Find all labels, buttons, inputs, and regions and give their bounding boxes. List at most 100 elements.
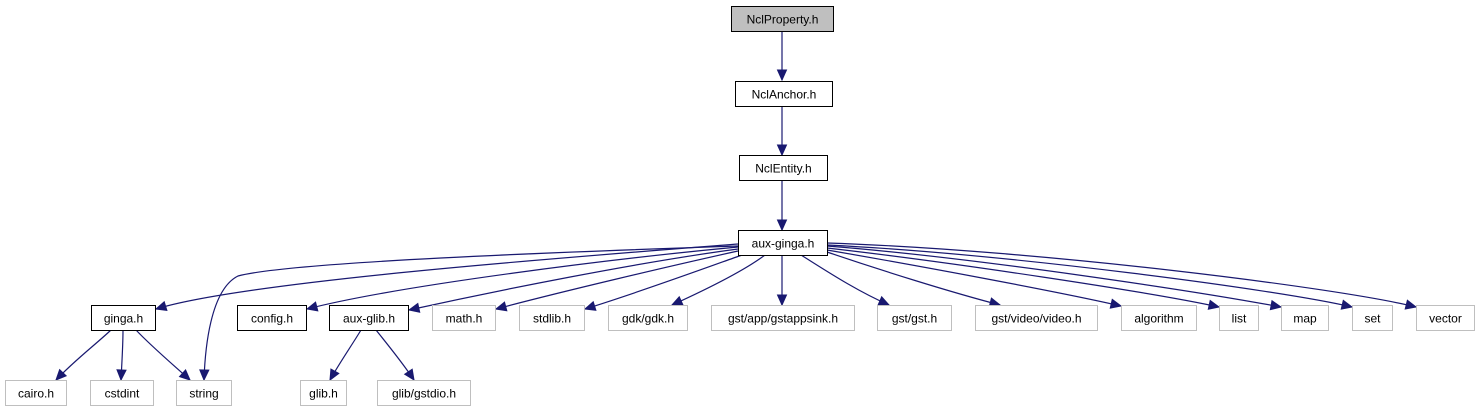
edge-nclentity-to-auxginga [776, 180, 788, 232]
edge-line [55, 329, 112, 381]
edge-auxginga-to-gstappsink [776, 255, 788, 307]
node-glib: glib.h [300, 380, 347, 406]
node-label: cairo.h [18, 387, 54, 401]
node-box[interactable] [739, 155, 828, 181]
node-box [608, 305, 688, 331]
edge-arrowhead-icon [55, 368, 68, 381]
node-box [432, 305, 496, 331]
node-box [877, 305, 952, 331]
node-gstdio: glib/gstdio.h [377, 380, 471, 406]
node-box [1416, 305, 1475, 331]
node-label: cstdint [105, 387, 140, 401]
edge-auxginga-to-set [826, 244, 1354, 310]
edge-line [408, 248, 739, 311]
node-box[interactable] [738, 230, 828, 256]
node-box [1219, 305, 1259, 331]
node-label: vector [1429, 312, 1462, 326]
node-gstappsink: gst/app/gstappsink.h [711, 305, 855, 331]
edge-line [155, 243, 739, 310]
node-vector: vector [1416, 305, 1475, 331]
node-box[interactable] [731, 6, 834, 32]
node-label: NclAnchor.h [752, 88, 817, 102]
edge-arrowhead-icon [776, 294, 788, 307]
edge-line [826, 242, 1417, 308]
edge-line [671, 254, 766, 306]
node-box [711, 305, 855, 331]
node-box[interactable] [237, 305, 307, 331]
edge-line [800, 254, 890, 306]
edge-auxginga-to-list [826, 247, 1221, 310]
edge-auxginga-to-algorithm [826, 249, 1123, 309]
edge-arrowhead-icon [154, 300, 168, 311]
edge-arrowhead-icon [403, 368, 415, 382]
node-list: list [1219, 305, 1259, 331]
edge-arrowhead-icon [1109, 298, 1123, 309]
node-label: glib.h [309, 387, 338, 401]
node-nclentity[interactable]: NclEntity.h [739, 155, 828, 181]
node-config[interactable]: config.h [237, 305, 307, 331]
edge-auxginga-to-ginga [154, 243, 739, 311]
edge-auxginga-to-vector [826, 242, 1418, 310]
node-label: gst/gst.h [892, 312, 937, 326]
edge-nclanchor-to-nclentity [776, 106, 788, 157]
edges-layer [55, 31, 1418, 382]
edge-auxginga-to-math [494, 250, 739, 312]
node-set: set [1352, 305, 1393, 331]
edge-auxginga-to-string [199, 245, 739, 382]
node-box [1352, 305, 1393, 331]
node-label: ginga.h [104, 312, 143, 326]
edge-ginga-to-string [135, 329, 191, 381]
node-label: NclEntity.h [755, 162, 811, 176]
node-label: set [1364, 312, 1381, 326]
edge-arrowhead-icon [583, 300, 597, 311]
node-box [377, 380, 471, 406]
edge-arrowhead-icon [1404, 299, 1418, 310]
edge-arrowhead-icon [776, 144, 788, 157]
edge-auxginga-to-auxglib [407, 248, 739, 313]
node-gstvideo: gst/video/video.h [975, 305, 1098, 331]
node-cstdint: cstdint [90, 380, 154, 406]
edge-arrowhead-icon [776, 69, 788, 82]
node-box[interactable] [329, 305, 409, 331]
node-stdlib: stdlib.h [519, 305, 585, 331]
edge-arrowhead-icon [1340, 299, 1354, 310]
edge-arrowhead-icon [329, 368, 340, 382]
edge-auxginga-to-gstvideo [826, 251, 1002, 308]
edge-arrowhead-icon [305, 301, 319, 312]
node-auxglib[interactable]: aux-glib.h [329, 305, 409, 331]
node-gdk: gdk/gdk.h [608, 305, 688, 331]
edge-arrowhead-icon [178, 369, 191, 381]
edge-auxglib-to-glib [329, 329, 362, 382]
edge-arrowhead-icon [670, 295, 684, 306]
edge-nclproperty-to-nclanchor [776, 31, 788, 82]
node-label: string [189, 387, 218, 401]
node-box[interactable] [735, 81, 833, 107]
edge-arrowhead-icon [494, 301, 508, 312]
node-auxginga[interactable]: aux-ginga.h [738, 230, 828, 256]
node-label: algorithm [1134, 312, 1183, 326]
node-box [5, 380, 67, 406]
node-box [176, 380, 232, 406]
node-algorithm: algorithm [1121, 305, 1197, 331]
node-box [1121, 305, 1197, 331]
edge-line [826, 249, 1122, 307]
edge-auxginga-to-gdk [670, 254, 766, 306]
edge-auxginga-to-map [826, 245, 1283, 311]
node-label: aux-ginga.h [752, 237, 815, 251]
node-box [1281, 305, 1329, 331]
node-box [519, 305, 585, 331]
edge-auxginga-to-config [305, 246, 739, 312]
node-ginga[interactable]: ginga.h [91, 305, 156, 331]
edge-line [495, 250, 739, 310]
edge-arrowhead-icon [116, 369, 127, 382]
edge-auxginga-to-gst [800, 254, 891, 306]
node-label: math.h [446, 312, 483, 326]
node-nclanchor[interactable]: NclAnchor.h [735, 81, 833, 107]
node-box [90, 380, 154, 406]
edge-line [584, 254, 743, 310]
node-nclproperty[interactable]: NclProperty.h [731, 6, 834, 32]
node-box[interactable] [91, 305, 156, 331]
edge-auxglib-to-gstdio [375, 329, 415, 382]
edge-arrowhead-icon [776, 219, 788, 232]
